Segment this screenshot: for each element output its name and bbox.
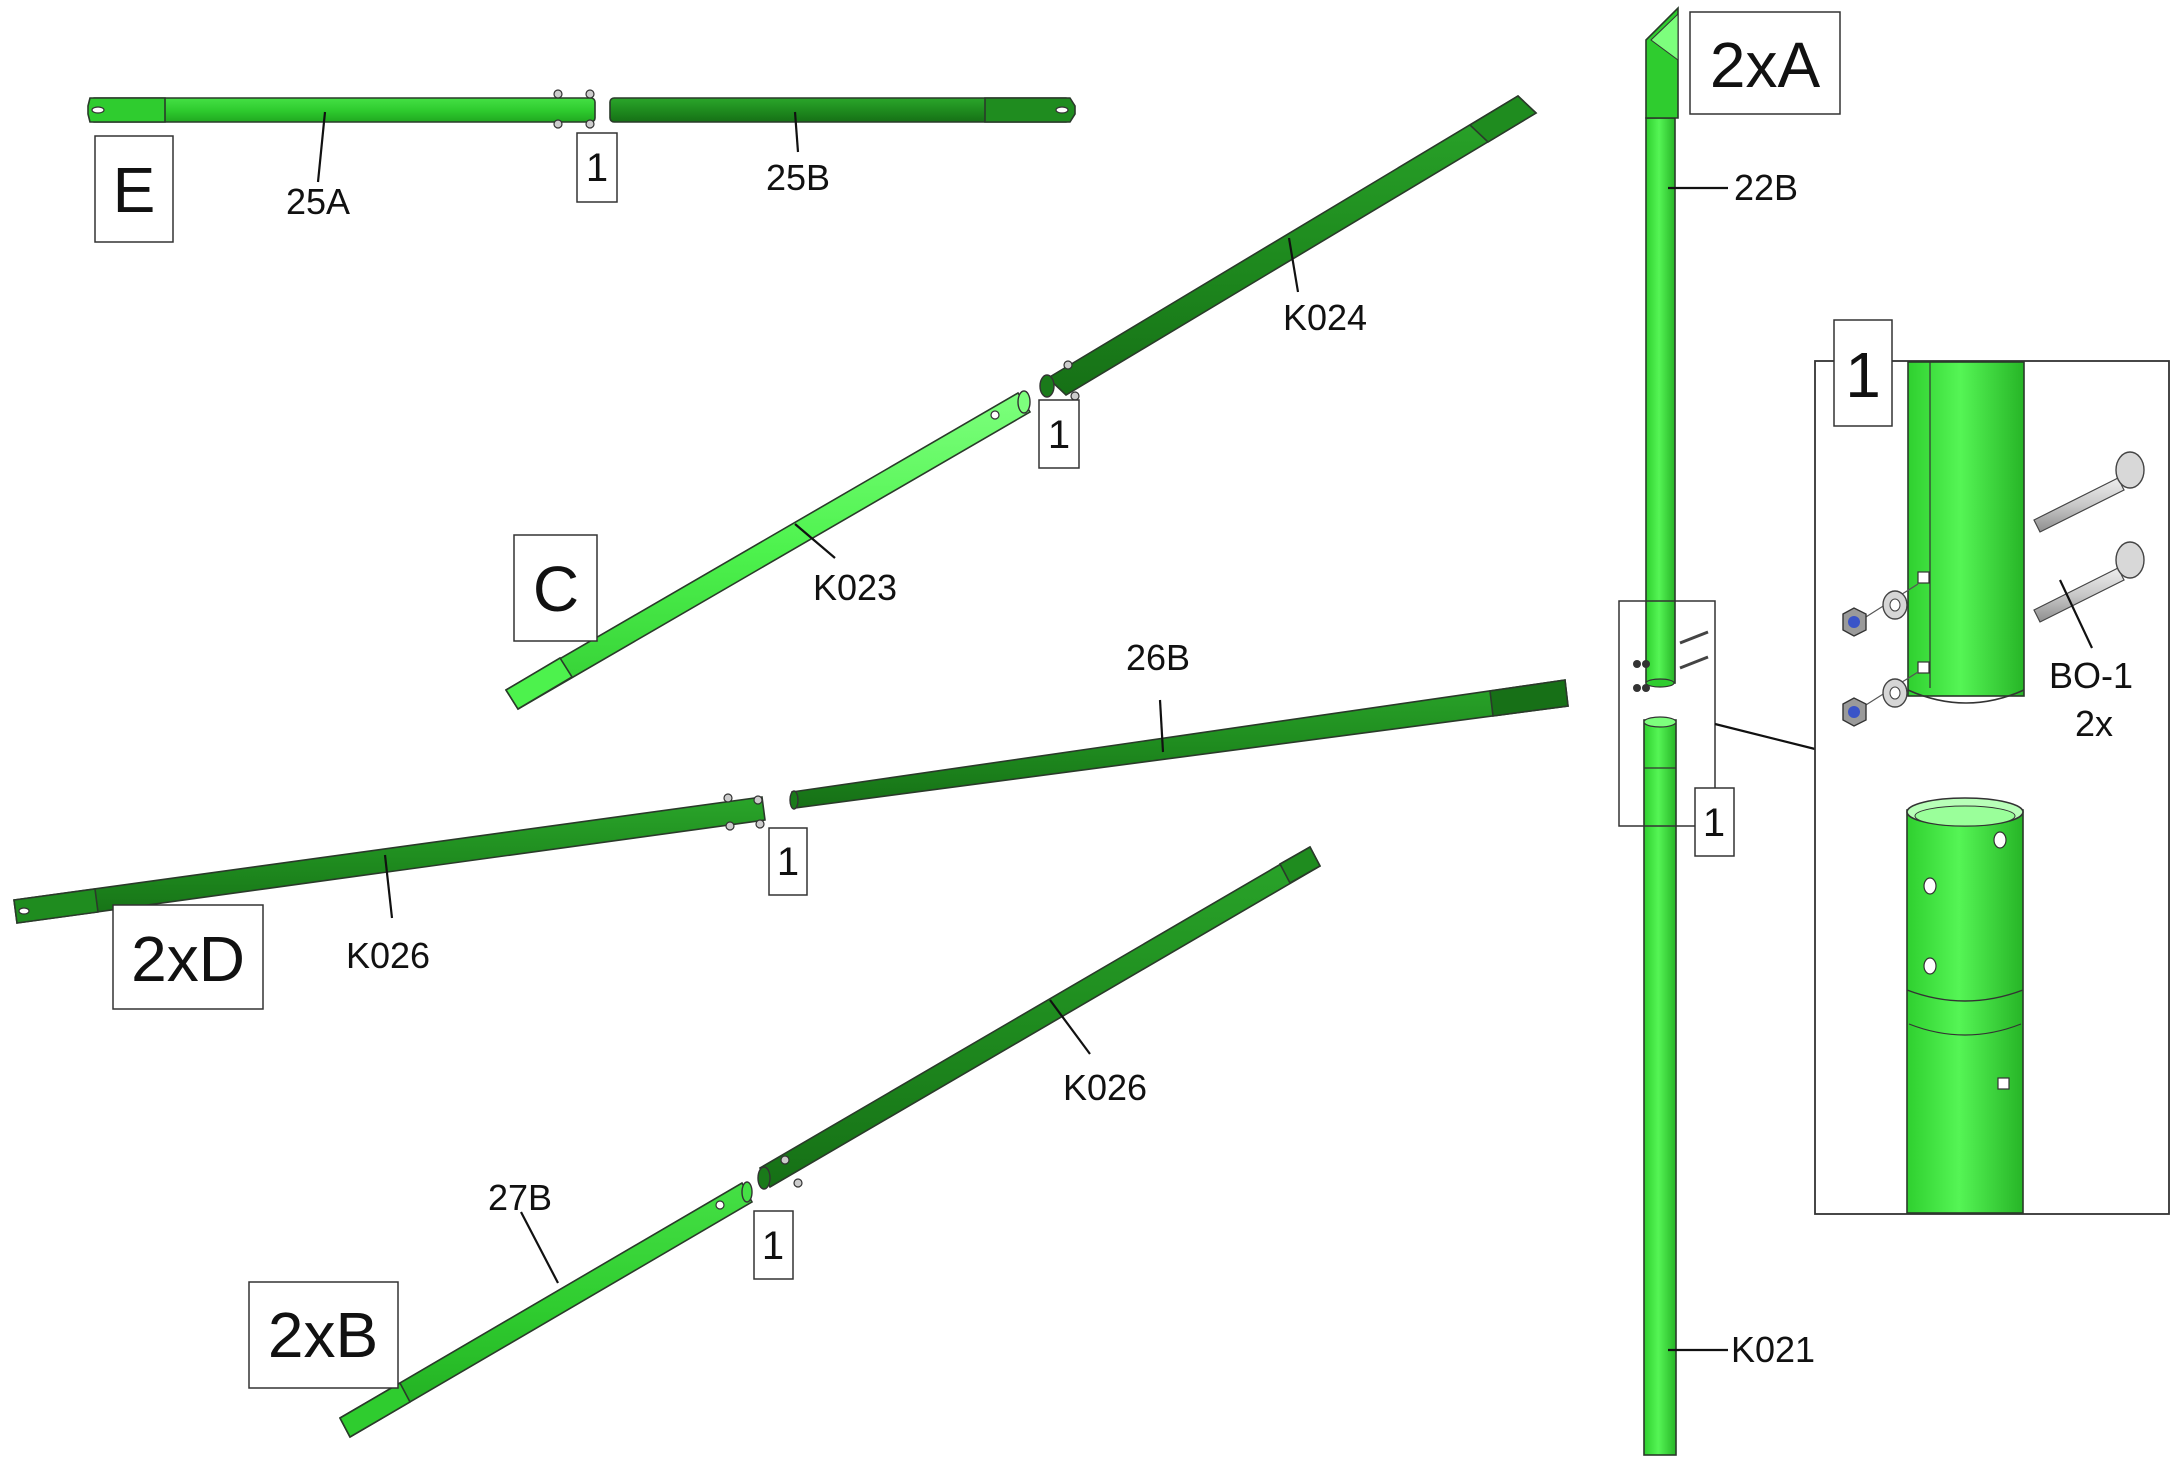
tube-22b — [1645, 6, 1679, 688]
detail-callout-frame — [1618, 600, 1716, 827]
step-box — [753, 1210, 794, 1280]
assembly-c: C 1 K024 K023 — [504, 95, 1538, 711]
part-label: K023 — [813, 567, 897, 608]
tube-k026-b — [757, 845, 1322, 1190]
leader-line — [794, 523, 836, 559]
tube-27b — [338, 1181, 754, 1439]
assembly-d: 2xD 1 26B K026 — [13, 637, 1569, 1010]
hardware-small — [1633, 630, 1709, 692]
step-box — [576, 132, 618, 203]
step-box — [768, 827, 808, 896]
hardware-code-label: BO-1 — [2049, 655, 2133, 696]
assembly-letter-box — [112, 904, 264, 1010]
detail-view: BO-1 2x 1 — [1814, 319, 2170, 1215]
leader-line — [316, 111, 327, 183]
part-label: 26B — [1126, 637, 1190, 678]
tube-k021 — [1643, 716, 1677, 1456]
step-number: 1 — [762, 1224, 784, 1268]
part-label: K026 — [346, 935, 430, 976]
assembly-letter: C — [533, 553, 579, 625]
step-number: 1 — [1048, 413, 1070, 457]
tube-25a — [87, 89, 596, 129]
washer-icon — [1882, 590, 1908, 620]
assembly-letter-box — [94, 135, 174, 243]
nut-icon — [1842, 697, 1867, 727]
tube-25b — [609, 97, 1076, 123]
leader-line — [1049, 999, 1091, 1055]
detail-connector-line — [1714, 722, 1816, 751]
assembly-letter: 2xB — [268, 1299, 378, 1371]
detail-upper-tube — [1907, 361, 2025, 704]
part-label: 27B — [488, 1177, 552, 1218]
part-label: K026 — [1063, 1067, 1147, 1108]
assembly-b: 2xB 1 K026 27B — [248, 845, 1322, 1439]
detail-step-box — [1833, 319, 1893, 427]
part-label: 25A — [286, 181, 350, 222]
step-box — [1038, 399, 1080, 469]
tube-k026 — [13, 793, 766, 924]
hardware-qty-label: 2x — [2075, 703, 2113, 744]
part-label: 22B — [1734, 167, 1798, 208]
detail-step-number: 1 — [1845, 339, 1881, 411]
tube-k023 — [504, 390, 1032, 711]
assembly-e: E 1 25A 25B — [87, 89, 1076, 243]
step-number: 1 — [586, 146, 608, 190]
assembly-letter-box — [248, 1281, 399, 1389]
assembly-letter-box — [513, 534, 598, 642]
leader-line — [1287, 237, 1300, 293]
bolt-icon — [2033, 541, 2145, 623]
part-label: K021 — [1731, 1329, 1815, 1370]
leader-line — [520, 1211, 559, 1284]
leader-line — [793, 111, 800, 153]
assembly-letter-box — [1689, 11, 1841, 115]
leader-line — [1158, 699, 1165, 753]
assembly-letter: 2xA — [1710, 29, 1821, 101]
assembly-letter: E — [113, 154, 156, 226]
assembly-a: 2xA 1 22B K021 — [1618, 6, 1841, 1456]
step-box — [1694, 787, 1735, 857]
assembly-letter: 2xD — [131, 923, 245, 995]
tube-k024 — [1039, 95, 1538, 401]
step-number: 1 — [777, 840, 799, 884]
washer-icon — [1882, 678, 1908, 708]
part-label: K024 — [1283, 297, 1367, 338]
bolt-icon — [2033, 451, 2145, 533]
leader-line — [383, 854, 394, 919]
part-label: 25B — [766, 157, 830, 198]
detail-lower-tube — [1906, 797, 2024, 1214]
leader-line — [2059, 579, 2093, 649]
nut-icon — [1842, 607, 1867, 637]
tube-26b — [789, 679, 1569, 810]
step-number: 1 — [1703, 801, 1725, 845]
